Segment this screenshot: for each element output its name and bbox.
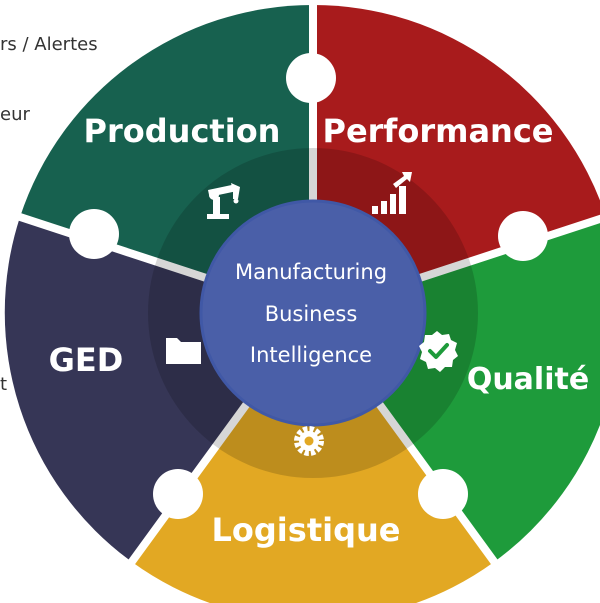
side-text-t: t <box>0 374 8 395</box>
check-badge-icon <box>419 331 458 372</box>
bar-chart-up-icon <box>372 172 412 214</box>
label-qualite: Qualité <box>467 362 589 397</box>
label-logistique: Logistique <box>212 511 401 549</box>
segment-logistique[interactable] <box>132 313 494 603</box>
center-line-1: Manufacturing <box>235 260 387 284</box>
folder-icon <box>166 338 201 364</box>
gear-icon <box>294 426 324 456</box>
side-text-eur: eur <box>0 104 30 125</box>
center-line-2: Business <box>265 302 358 326</box>
connector-node <box>153 469 203 519</box>
connector-nodes <box>69 53 548 519</box>
label-ged: GED <box>49 341 124 379</box>
connector-node <box>286 53 336 103</box>
connector-node <box>418 469 468 519</box>
label-performance: Performance <box>322 112 553 150</box>
connector-node <box>498 211 548 261</box>
center-line-3: Intelligence <box>250 343 372 367</box>
connector-node <box>69 209 119 259</box>
label-production: Production <box>84 112 281 150</box>
robot-arm-icon <box>207 183 240 219</box>
side-text-alertes: rs / Alertes <box>0 34 98 55</box>
center-hub <box>199 199 427 427</box>
